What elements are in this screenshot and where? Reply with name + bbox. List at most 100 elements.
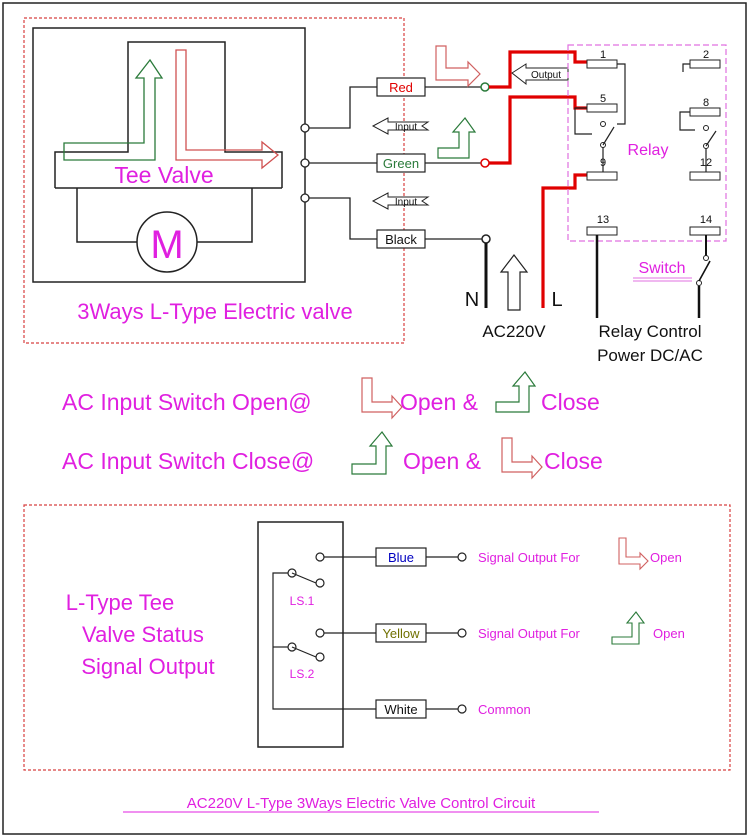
signal-yellow-end: Open [653, 626, 685, 641]
motor-label: M [150, 223, 183, 267]
signal-common-label: Common [478, 702, 531, 717]
output-arrow-label: Output [531, 70, 561, 81]
motor-wire-right [196, 188, 253, 243]
relay-pin-1-label: 1 [600, 49, 606, 61]
legend-line1-part-c: Close [541, 389, 600, 415]
status-text-3: Signal Output [81, 654, 214, 679]
relay-pin-12 [689, 171, 721, 181]
relay-pin-5 [586, 103, 618, 113]
relay-no-left [574, 107, 592, 135]
relay-pin-2-label: 2 [703, 49, 709, 61]
valve-terminal-black [300, 193, 310, 203]
input-arrow-1-label: Input [395, 122, 417, 133]
valve-caption: 3Ways L-Type Electric valve [77, 299, 353, 324]
relay-contact-c [703, 125, 709, 131]
relay-pin-8 [689, 107, 721, 117]
status-text-1: L-Type Tee [66, 590, 174, 615]
ls2-blade [291, 646, 317, 658]
legend-green-arrow-2 [351, 431, 394, 475]
legend-line2-part-c: Close [544, 448, 603, 474]
relay-pin-13-label: 13 [597, 214, 609, 226]
ls-common-wire [272, 572, 376, 710]
relay-nc-left [617, 63, 626, 125]
relay-pin-14 [689, 226, 721, 236]
legend-line2-part-b: Open & [403, 448, 481, 474]
live-label: L [551, 289, 562, 311]
red-terminal [480, 82, 490, 92]
relay-pin-14-label: 14 [700, 214, 712, 226]
valve-body [32, 27, 306, 283]
signal-yellow-label: Signal Output For [478, 626, 581, 641]
ls1-label: LS.1 [290, 594, 315, 608]
switch-blade [698, 260, 711, 282]
white-wire-label: White [384, 702, 417, 717]
valve-red-arrow [175, 49, 280, 170]
switch-contact-bottom [696, 280, 702, 286]
ls1-blade [291, 572, 317, 584]
ls2-contact-bottom [315, 652, 325, 662]
relay-blade-right [705, 130, 717, 147]
yellow-terminal [457, 628, 467, 638]
green-wire-label: Green [383, 156, 419, 171]
red-wire-to-relay-1 [489, 50, 590, 89]
motor-wire-left [76, 188, 138, 243]
switch-label: Switch [638, 260, 685, 277]
green-terminal [480, 158, 490, 168]
ls2-label: LS.2 [290, 667, 315, 681]
legend-line1-part-a: AC Input Switch Open@ [62, 389, 312, 415]
status-text-2: Valve Status [82, 622, 204, 647]
ls2-contact-top [315, 628, 325, 638]
relay-blade-left [602, 126, 615, 146]
limit-switch-box [257, 521, 344, 748]
status-dashed-box [23, 504, 731, 771]
signal-red-arrow [618, 537, 649, 571]
ls1-contact-top [315, 552, 325, 562]
relay-pin-1 [586, 59, 618, 69]
relay-nc-right [682, 63, 690, 72]
legend-red-arrow-2 [501, 437, 543, 480]
legend-red-arrow-1 [361, 377, 403, 420]
input-arrow-2-label: Input [395, 197, 417, 208]
valve-terminal-red [300, 123, 310, 133]
valve-green-arrow [63, 58, 164, 161]
blue-terminal [457, 552, 467, 562]
diagram-title: AC220V L-Type 3Ways Electric Valve Contr… [187, 795, 536, 812]
white-terminal [457, 704, 467, 714]
relay-pin-9 [586, 171, 618, 181]
wire-red [309, 86, 377, 129]
relay-control-label-2: Power DC/AC [597, 346, 703, 365]
valve-terminal-green [300, 158, 310, 168]
motor-circle [136, 211, 198, 273]
input-arrow-2 [371, 192, 430, 210]
relay-pin-8-label: 8 [703, 97, 709, 109]
power-up-arrow [499, 254, 529, 311]
neutral-label: N [465, 289, 479, 311]
signal-green-arrow [611, 611, 646, 645]
signal-blue-end: Open [650, 550, 682, 565]
red-wire-L [541, 173, 590, 308]
signal-blue-label: Signal Output For [478, 550, 581, 565]
green-small-arrow [437, 117, 477, 159]
relay-contact-a [600, 121, 606, 127]
relay-title: Relay [628, 142, 669, 159]
wire-black [309, 197, 377, 240]
tee-outline [54, 41, 283, 188]
relay-dashed-box [567, 44, 727, 242]
ls1-contact-bottom [315, 578, 325, 588]
voltage-label: AC220V [482, 322, 546, 341]
black-terminal [481, 234, 491, 244]
valve-dashed-box [23, 17, 405, 344]
red-small-arrow [435, 45, 481, 88]
black-wire-label: Black [385, 232, 417, 247]
tee-valve-label: Tee Valve [114, 162, 213, 188]
yellow-wire-label: Yellow [382, 626, 420, 641]
relay-no-right [679, 111, 695, 131]
switch-contact-top [703, 255, 709, 261]
legend-line1-part-b: Open & [400, 389, 478, 415]
legend-green-arrow-1 [495, 371, 537, 413]
relay-pin-5-label: 5 [600, 93, 606, 105]
blue-wire-label: Blue [388, 550, 414, 565]
